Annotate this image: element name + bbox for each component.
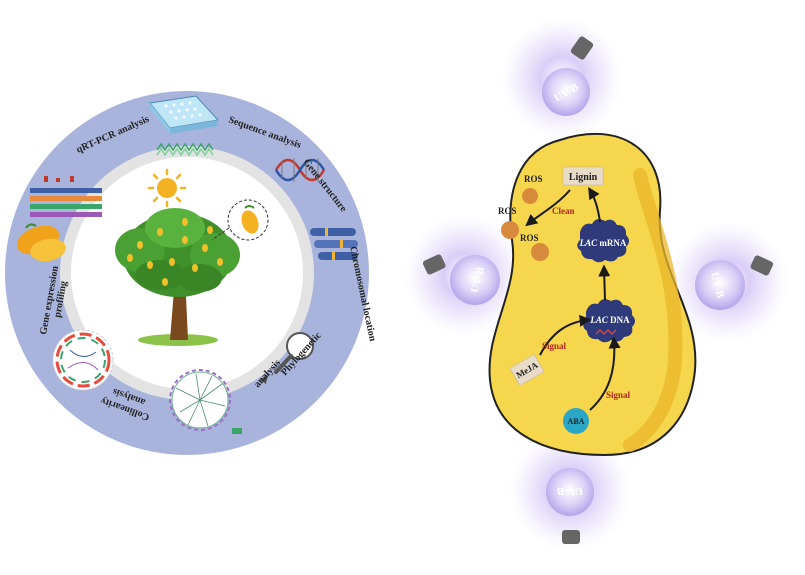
gene-analysis-ring-panel: qRT-PCR analysis Sequence analysis Gene … bbox=[5, 91, 378, 455]
ros-label-1: ROS bbox=[524, 174, 543, 184]
clean-label: Clean bbox=[552, 206, 575, 216]
ros-label-3: ROS bbox=[520, 233, 539, 243]
uvb-label-bottom: UV-B bbox=[556, 485, 583, 497]
circos-plot-icon bbox=[53, 330, 113, 390]
lac-mrna-label: LAC mRNA bbox=[579, 238, 627, 248]
lignin-label: Lignin bbox=[569, 172, 598, 183]
uvb-cell-panel: UV-B UV-B UV-B UV-B bbox=[403, 16, 790, 552]
aba-label: ABA bbox=[568, 417, 585, 426]
aba-node: ABA bbox=[563, 408, 589, 434]
ros-label-2: ROS bbox=[498, 206, 517, 216]
signal-label-meja: Signal bbox=[542, 341, 567, 351]
signal-label-aba: Signal bbox=[606, 390, 631, 400]
small-tree-icon bbox=[232, 428, 242, 434]
dna-to-mrna-arrow bbox=[604, 268, 605, 300]
lac-dna-label: LAC DNA bbox=[589, 315, 630, 325]
lignin-node: Lignin bbox=[563, 167, 603, 185]
uvb-bulb-top: UV-B bbox=[500, 16, 624, 140]
